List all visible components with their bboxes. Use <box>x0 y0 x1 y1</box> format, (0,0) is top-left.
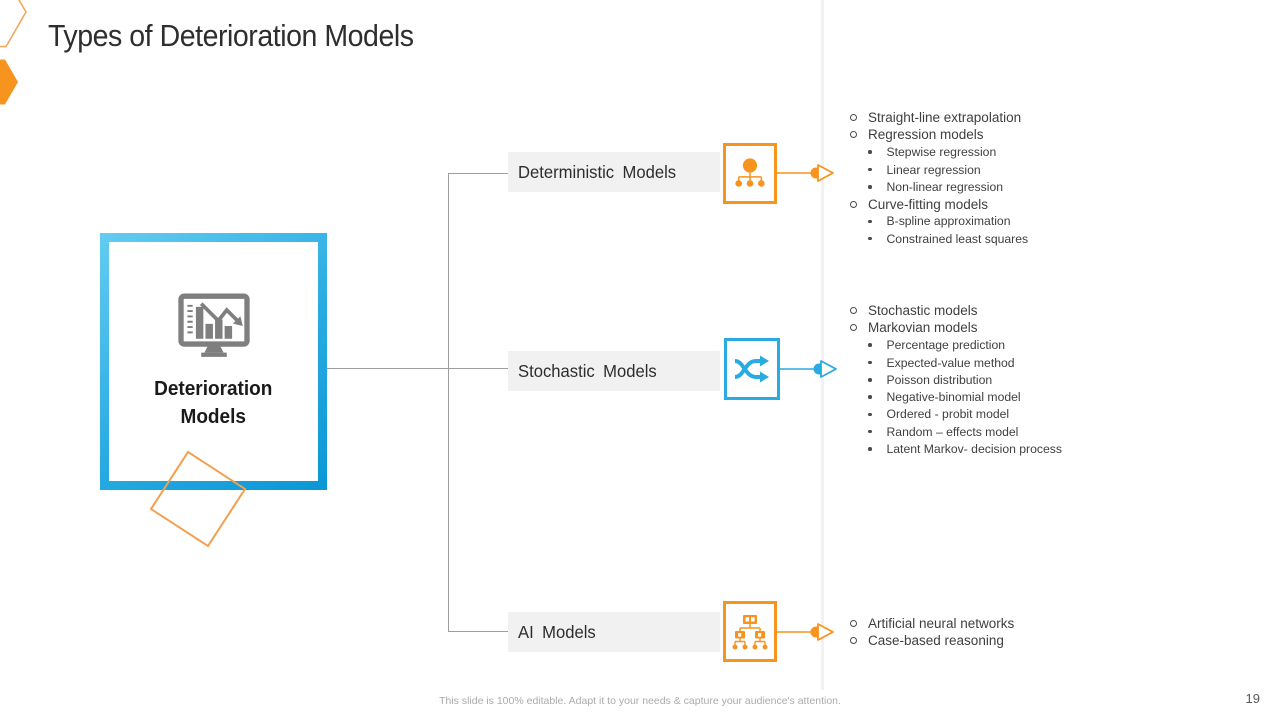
content-divider <box>821 0 824 690</box>
list-item: Negative-binomial model <box>845 388 1105 405</box>
stochastic-icon-box <box>724 338 780 400</box>
list-item-text: Constrained least squares <box>886 231 1029 246</box>
list-item: Straight-line extrapolation <box>845 109 1105 126</box>
list-item: Case-based reasoning <box>845 632 1105 649</box>
list-item-text: Poisson distribution <box>886 372 993 387</box>
list-item: Regression models <box>845 126 1105 143</box>
dot-bullet-icon <box>868 395 872 399</box>
branch-label-deterministic: Deterministic Models <box>508 152 720 192</box>
arrow-deterministic-icon <box>777 164 834 182</box>
connector-top-branch <box>448 173 508 174</box>
list-item: Stochastic models <box>845 302 1105 319</box>
list-item-text: Regression models <box>868 127 984 143</box>
list-item: Stepwise regression <box>845 144 1105 161</box>
list-item-text: Non-linear regression <box>886 179 1004 194</box>
org-chart-rects-icon <box>732 614 768 649</box>
ai-icon-box <box>723 601 777 662</box>
hexagon-decoration <box>0 0 27 105</box>
deterioration-models-node-inner: Deterioration Models <box>109 242 318 481</box>
branch-label-stochastic: Stochastic Models <box>508 351 720 391</box>
center-label-line2: Models <box>180 405 247 428</box>
list-item-text: Percentage prediction <box>886 338 1006 353</box>
dot-bullet-icon <box>868 167 872 172</box>
dot-bullet-icon <box>868 360 872 365</box>
list-item: Non-linear regression <box>845 178 1105 195</box>
branch-label-text: Deterministic Models <box>518 161 677 182</box>
list-item: Artificial neural networks <box>845 615 1105 632</box>
center-label-line1: Deterioration <box>154 377 273 400</box>
list-item-text: Stochastic models <box>868 303 978 319</box>
center-label: Deterioration Models <box>154 375 272 431</box>
circle-bullet-icon <box>850 637 857 645</box>
connector-bottom-branch <box>448 631 508 632</box>
list-item: B-spline approximation <box>845 213 1105 230</box>
list-item: Expected-value method <box>845 354 1105 371</box>
list-item-text: Negative-binomial model <box>886 390 1021 405</box>
list-item: Ordered - probit model <box>845 406 1105 423</box>
shuffle-icon <box>734 355 769 383</box>
list-item-text: Ordered - probit model <box>886 407 1010 422</box>
list-item: Constrained least squares <box>845 230 1105 247</box>
page-number: 19 <box>1245 691 1260 706</box>
arrow-ai-icon <box>777 623 834 641</box>
branch-label-text: AI Models <box>518 621 596 642</box>
list-item-text: Straight-line extrapolation <box>868 110 1022 126</box>
hexagon-outline-icon <box>0 0 27 48</box>
list-item-text: Latent Markov- decision process <box>886 442 1062 457</box>
dot-bullet-icon <box>868 447 872 451</box>
arrow-stochastic-icon <box>780 360 837 378</box>
list-item-text: Curve-fitting models <box>868 196 989 212</box>
list-item: Curve-fitting models <box>845 195 1105 212</box>
connector-vertical <box>448 173 449 631</box>
monitor-chart-decline-icon <box>177 293 250 357</box>
footer-note: This slide is 100% editable. Adapt it to… <box>439 695 841 707</box>
list-item: Latent Markov- decision process <box>845 440 1105 457</box>
circle-bullet-icon <box>850 131 857 139</box>
deterioration-models-node: Deterioration Models <box>100 233 327 490</box>
page-title: Types of Deterioration Models <box>48 18 414 53</box>
list-item-text: Case-based reasoning <box>868 633 1004 649</box>
list-item-text: Random – effects model <box>886 424 1019 439</box>
circle-bullet-icon <box>850 200 857 208</box>
deterministic-icon-box <box>723 143 777 204</box>
list-item-text: Stepwise regression <box>886 145 997 160</box>
branch-label-text: Stochastic Models <box>518 360 657 381</box>
list-item: Percentage prediction <box>845 337 1105 354</box>
list-item-text: B-spline approximation <box>886 214 1011 229</box>
circle-bullet-icon <box>850 307 857 315</box>
dot-bullet-icon <box>868 343 872 347</box>
connector-center-branch <box>327 368 508 369</box>
dot-bullet-icon <box>868 150 872 154</box>
list-item-text: Linear regression <box>886 162 981 177</box>
circle-bullet-icon <box>850 620 857 628</box>
dot-bullet-icon <box>868 429 872 434</box>
branch-label-ai: AI Models <box>508 612 720 652</box>
list-item-text: Artificial neural networks <box>868 616 1015 632</box>
list-item: Poisson distribution <box>845 371 1105 388</box>
list-item-text: Expected-value method <box>886 355 1015 370</box>
org-chart-circles-icon <box>735 157 765 187</box>
dot-bullet-icon <box>868 412 872 417</box>
list-item: Linear regression <box>845 161 1105 178</box>
dot-bullet-icon <box>868 378 872 382</box>
dot-bullet-icon <box>868 185 872 189</box>
dot-bullet-icon <box>868 236 872 241</box>
list-item: Markovian models <box>845 319 1105 336</box>
circle-bullet-icon <box>850 324 857 332</box>
hexagon-filled-icon <box>0 59 18 105</box>
list-item-text: Markovian models <box>868 320 978 336</box>
circle-bullet-icon <box>850 114 857 122</box>
dot-bullet-icon <box>868 219 872 224</box>
list-item: Random – effects model <box>845 423 1105 440</box>
